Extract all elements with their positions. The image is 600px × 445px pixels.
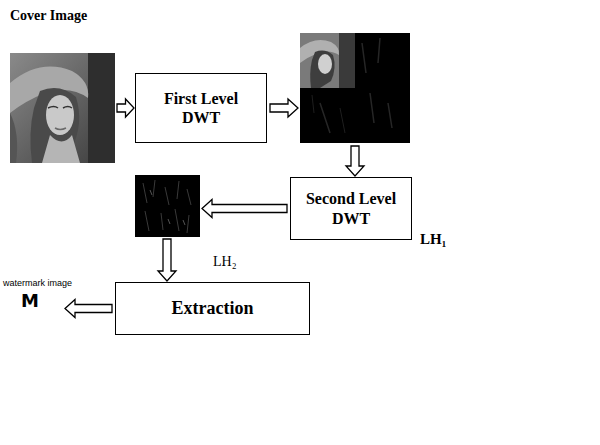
image-heading: Cover Image xyxy=(10,8,115,24)
lh2-subband-image xyxy=(135,175,200,237)
cover-image-node: Cover Image xyxy=(10,53,115,163)
image-caption: watermark image xyxy=(3,278,65,288)
hollow-arrow xyxy=(117,99,134,117)
process-box: First Level DWT xyxy=(135,73,267,143)
subband-label: LH₁ xyxy=(420,231,446,248)
dwt-level1-image xyxy=(300,33,410,143)
box-label: Second Level DWT xyxy=(298,189,404,227)
box-label: First Level DWT xyxy=(143,89,259,127)
process-box: Extraction xyxy=(115,282,310,335)
watermark-symbol: M xyxy=(21,292,41,310)
watermark-node: watermark imageM xyxy=(3,278,65,316)
process-box: Second Level DWT xyxy=(290,177,412,240)
hollow-arrow xyxy=(270,99,364,176)
hollow-arrow xyxy=(65,300,112,318)
box-label: Extraction xyxy=(172,298,254,320)
cover-image xyxy=(10,53,115,163)
subband-label: LH₂ xyxy=(213,254,237,270)
hollow-arrow xyxy=(158,200,287,282)
